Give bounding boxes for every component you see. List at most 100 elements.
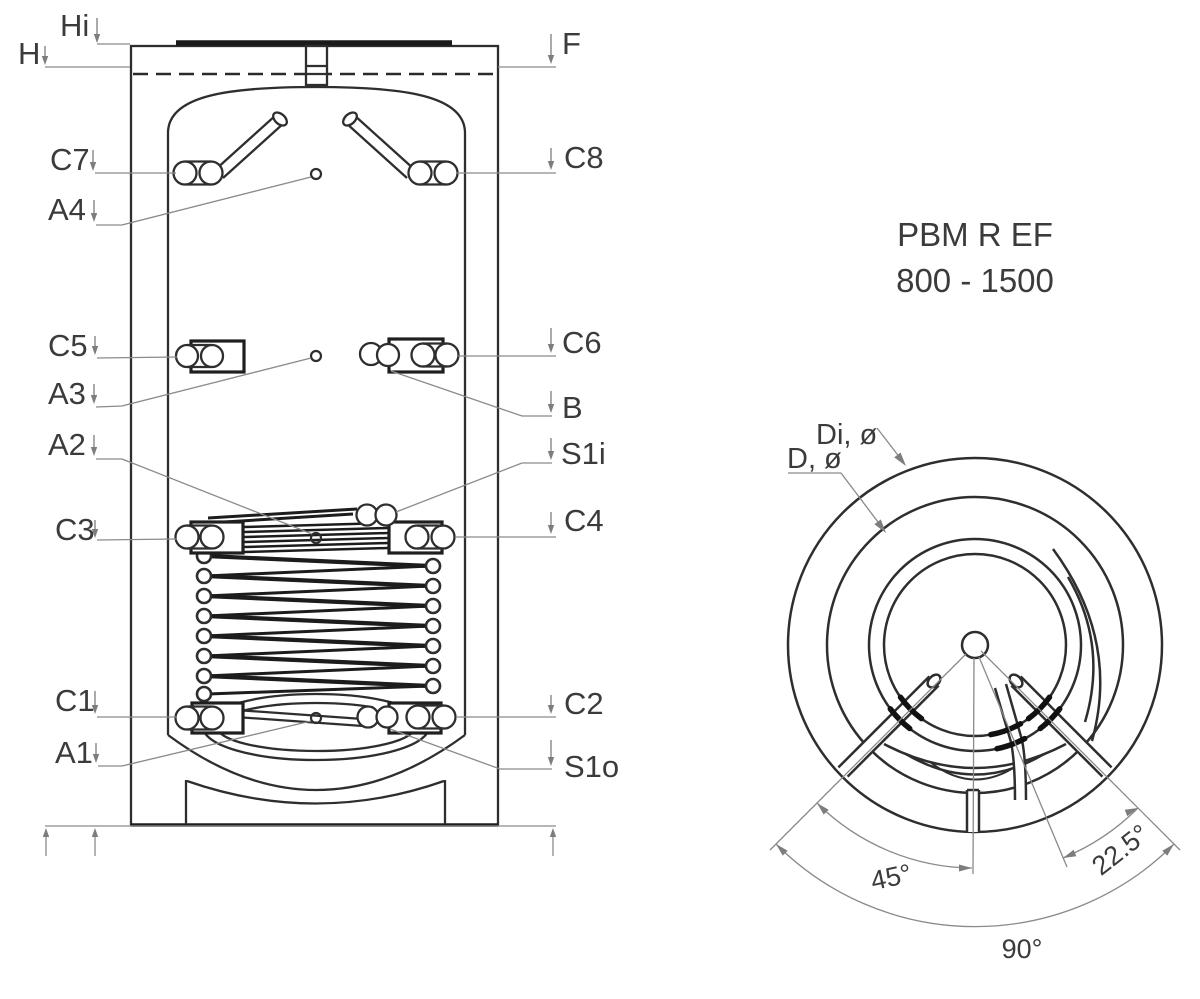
down-arrow-icon [91,705,99,714]
coil-band-line [243,541,389,549]
label-arrows-down [41,18,555,766]
down-arrow-icon [91,529,99,538]
c7-pipe-edge [222,122,285,179]
c6-flange-circle [410,342,436,368]
c2-flange-circle [405,704,431,730]
down-arrow-icon [93,34,101,43]
arc-arrow-icon [1063,849,1077,858]
arc-45 [816,802,973,869]
right-pipe-body [1011,676,1112,777]
arc-90 [775,843,1175,928]
label-d-diameter: D, ø [787,443,842,475]
coil-loop-right [424,657,442,675]
port-c4-s1i-connectors [355,503,456,555]
down-arrow-icon [547,161,555,170]
down-arrow-icon [89,162,97,171]
coil-turn-back [205,604,431,618]
coil-loop-right [424,597,442,615]
port-c7-connector [172,160,224,186]
down-arrow-icon [92,754,100,763]
top-view-arrowheads [776,452,1174,872]
label-c8: C8 [564,140,604,175]
left-pipe-end-cap [926,673,942,689]
coil-loop-left [195,627,213,645]
heat-exchanger-coil [205,507,431,696]
top-view-right-pipe [1008,673,1113,778]
coil-bottom-curve [905,752,1045,776]
coil-loop-left [195,685,213,703]
s1o-flange-circle [375,705,399,729]
coil-outlet-tube [221,714,364,728]
coil-inner-circle [882,552,1068,738]
right-pipe-edge [1010,684,1104,778]
label-h: H [18,36,40,71]
up-arrow-icon [549,828,557,837]
guide-line-225 [978,656,1068,868]
guide-line-45-left [769,653,967,851]
model-title-line1: PBM R EF [897,216,1053,253]
c7-flange-circle [172,160,198,186]
coil-turn-back [205,644,431,658]
coil-turn-back [205,564,431,578]
coil-turn-front [205,553,431,569]
flange-mark [1037,706,1063,732]
c7-flange-circle [198,160,224,186]
coil-outlet-tube [221,707,364,721]
c8-pipe-edge [353,114,416,171]
coil-loop-right [424,677,442,695]
pipe-flange-marks [887,694,1063,752]
down-arrow-icon [547,757,555,766]
coil-turn-front [205,593,431,609]
port-c8-connector [407,160,459,186]
label-c2: C2 [564,686,604,721]
coil-band-line [243,531,389,539]
coil-band-line [243,536,389,544]
guide-line-45-right [980,650,1181,851]
coil-turn-back [207,684,431,696]
coil-side-loops [195,547,442,703]
top-view-dimensions [769,427,1181,928]
down-arrow-icon [547,404,555,413]
insulation-bottom-curve [186,779,445,805]
down-arrow-icon [547,344,555,353]
c1-flange-circle [199,705,225,731]
label-a2: A2 [48,427,86,462]
top-flange [304,44,329,87]
coil-loop-right [424,617,442,635]
s1i-flange-circle [374,503,398,527]
b-flange-circle [375,342,401,368]
inner-vessel-wall [166,85,467,735]
label-f: F [562,26,581,61]
port-c5-connector [174,339,246,374]
down-arrow-icon [91,346,99,355]
label-c7: C7 [50,142,90,177]
flange-mark [1025,694,1053,722]
c7-pipe-edge [214,114,277,171]
c8-pipe-body [346,115,415,178]
c8-flange-circle [433,160,459,186]
label-s1o: S1o [564,749,619,784]
label-c1: C1 [55,683,95,718]
coil-bottom-curve [929,761,1023,781]
coil-loop-right [424,577,442,595]
down-arrow-icon [90,213,98,222]
down-arrow-icon [547,55,555,64]
leader-s1i [395,462,552,513]
coil-turn-back [205,624,431,638]
leader-a4 [96,176,312,226]
down-arrow-icon [41,56,49,65]
sensor-a1 [309,711,323,725]
top-view-labels: PBM R EF 800 - 1500 Di, ø D, ø 45° 22.5°… [787,216,1155,964]
label-a1: A1 [55,735,93,770]
label-s1i: S1i [561,436,606,471]
label-a3: A3 [48,376,86,411]
arc-arrow-icon [959,864,972,872]
arc-arrow-icon [1124,808,1138,817]
up-arrow-icon [91,828,99,837]
c8-pipe-edge [345,122,408,179]
coil-band-line [243,526,389,534]
label-angle-45: 45° [868,858,914,896]
coil-turn-back [205,664,431,678]
right-pipe-edge [1019,675,1113,769]
